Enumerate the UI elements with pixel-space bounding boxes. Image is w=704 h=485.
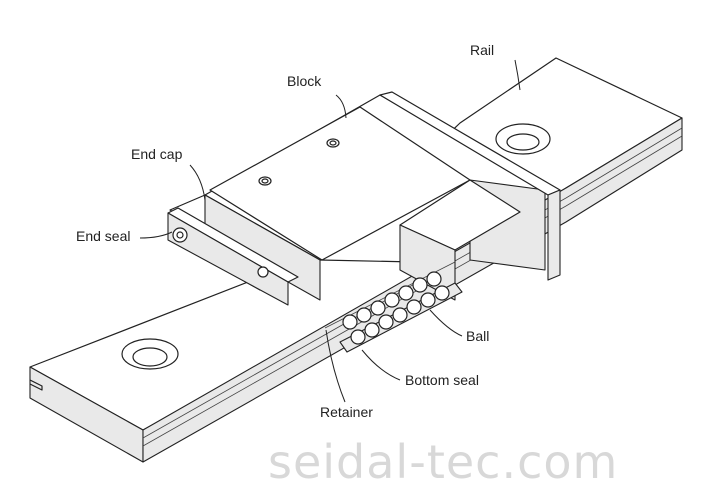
label-bottom-seal: Bottom seal <box>405 372 479 388</box>
label-retainer: Retainer <box>320 404 373 420</box>
end-seal <box>167 207 299 306</box>
label-ball: Ball <box>466 328 489 344</box>
rail-hole-far <box>495 123 551 155</box>
leader-lines <box>139 59 521 403</box>
label-end-seal: End seal <box>76 228 130 244</box>
label-block: Block <box>287 73 322 89</box>
label-rail: Rail <box>470 42 494 58</box>
balls <box>342 271 450 345</box>
block <box>204 91 561 301</box>
label-end-cap: End cap <box>131 146 183 162</box>
rail-hole-near <box>121 338 179 370</box>
watermark: seidal-tec.com <box>268 435 618 485</box>
